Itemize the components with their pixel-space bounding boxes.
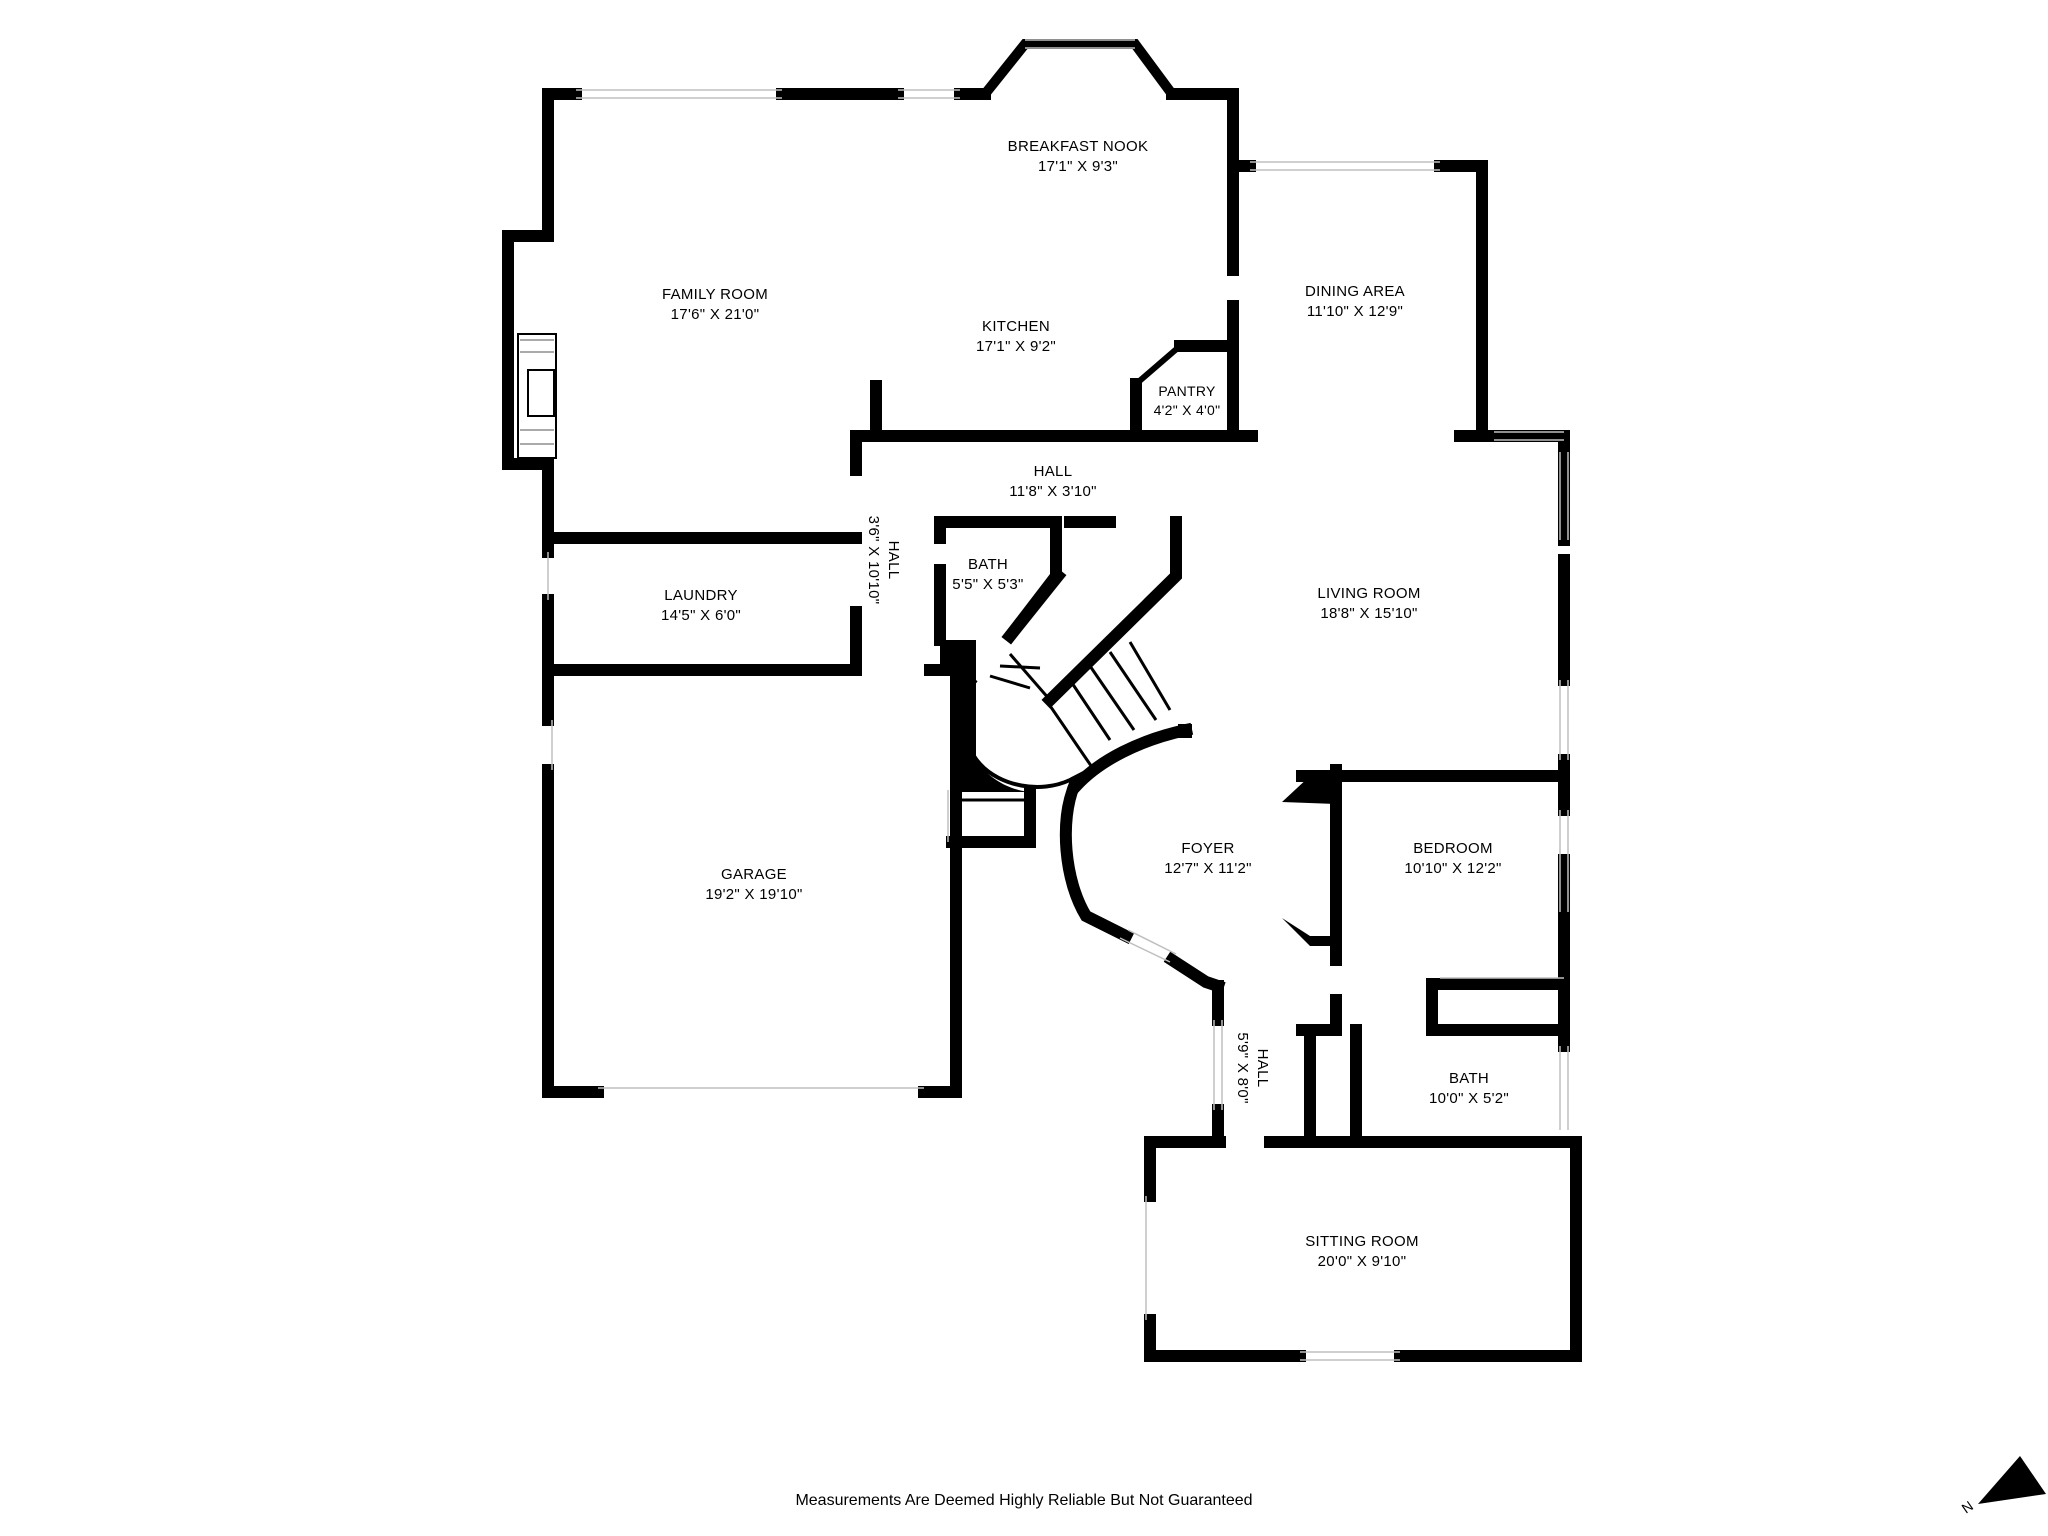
room-dims-sitting-room: 20'0" X 9'10" — [1318, 1253, 1407, 1270]
room-dims-foyer: 12'7" X 11'2" — [1164, 860, 1252, 877]
foyer-stubs — [1282, 776, 1336, 946]
room-name-hall-upper: HALL — [1034, 463, 1073, 480]
room-name-kitchen: KITCHEN — [982, 318, 1050, 335]
room-name-sitting-room: SITTING ROOM — [1305, 1233, 1419, 1250]
room-labels: FAMILY ROOM 17'6" X 21'0" BREAKFAST NOOK… — [661, 138, 1509, 1270]
disclaimer-text: Measurements Are Deemed Highly Reliable … — [795, 1492, 1253, 1509]
room-dims-laundry: 14'5" X 6'0" — [661, 607, 741, 624]
room-name-living-room: LIVING ROOM — [1317, 585, 1420, 602]
room-dims-bath-1: 5'5" X 5'3" — [952, 576, 1023, 593]
room-dims-bedroom: 10'10" X 12'2" — [1404, 860, 1501, 877]
room-name-hall-vertical: HALL — [885, 541, 902, 580]
room-name-hall-lower: HALL — [1254, 1049, 1271, 1088]
room-name-pantry: PANTRY — [1158, 383, 1216, 399]
room-name-foyer: FOYER — [1181, 840, 1234, 857]
room-dims-hall-vertical: 3'6" X 10'10" — [865, 516, 882, 605]
room-dims-breakfast-nook: 17'1" X 9'3" — [1038, 158, 1118, 175]
room-name-laundry: LAUNDRY — [664, 587, 738, 604]
room-dims-hall-lower: 5'9" X 8'0" — [1234, 1032, 1251, 1103]
room-name-family-room: FAMILY ROOM — [662, 286, 768, 303]
room-name-bath-1: BATH — [968, 556, 1008, 573]
room-name-bath-2: BATH — [1449, 1070, 1489, 1087]
room-dims-bath-2: 10'0" X 5'2" — [1429, 1090, 1509, 1107]
fireplace — [517, 333, 557, 459]
room-dims-family-room: 17'6" X 21'0" — [671, 306, 760, 323]
room-name-garage: GARAGE — [721, 866, 787, 883]
room-dims-hall-upper: 11'8" X 3'10" — [1009, 483, 1097, 500]
room-dims-garage: 19'2" X 19'10" — [705, 886, 802, 903]
stairs — [940, 640, 1192, 848]
room-dims-pantry: 4'2" X 4'0" — [1154, 402, 1221, 418]
room-name-dining-area: DINING AREA — [1305, 283, 1405, 300]
walls — [502, 39, 1582, 1362]
room-name-bedroom: BEDROOM — [1413, 840, 1493, 857]
windows — [547, 39, 1569, 1361]
room-dims-kitchen: 17'1" X 9'2" — [976, 338, 1056, 355]
room-dims-dining-area: 11'10" X 12'9" — [1307, 303, 1403, 320]
room-name-breakfast-nook: BREAKFAST NOOK — [1008, 138, 1149, 155]
room-dims-living-room: 18'8" X 15'10" — [1320, 605, 1417, 622]
